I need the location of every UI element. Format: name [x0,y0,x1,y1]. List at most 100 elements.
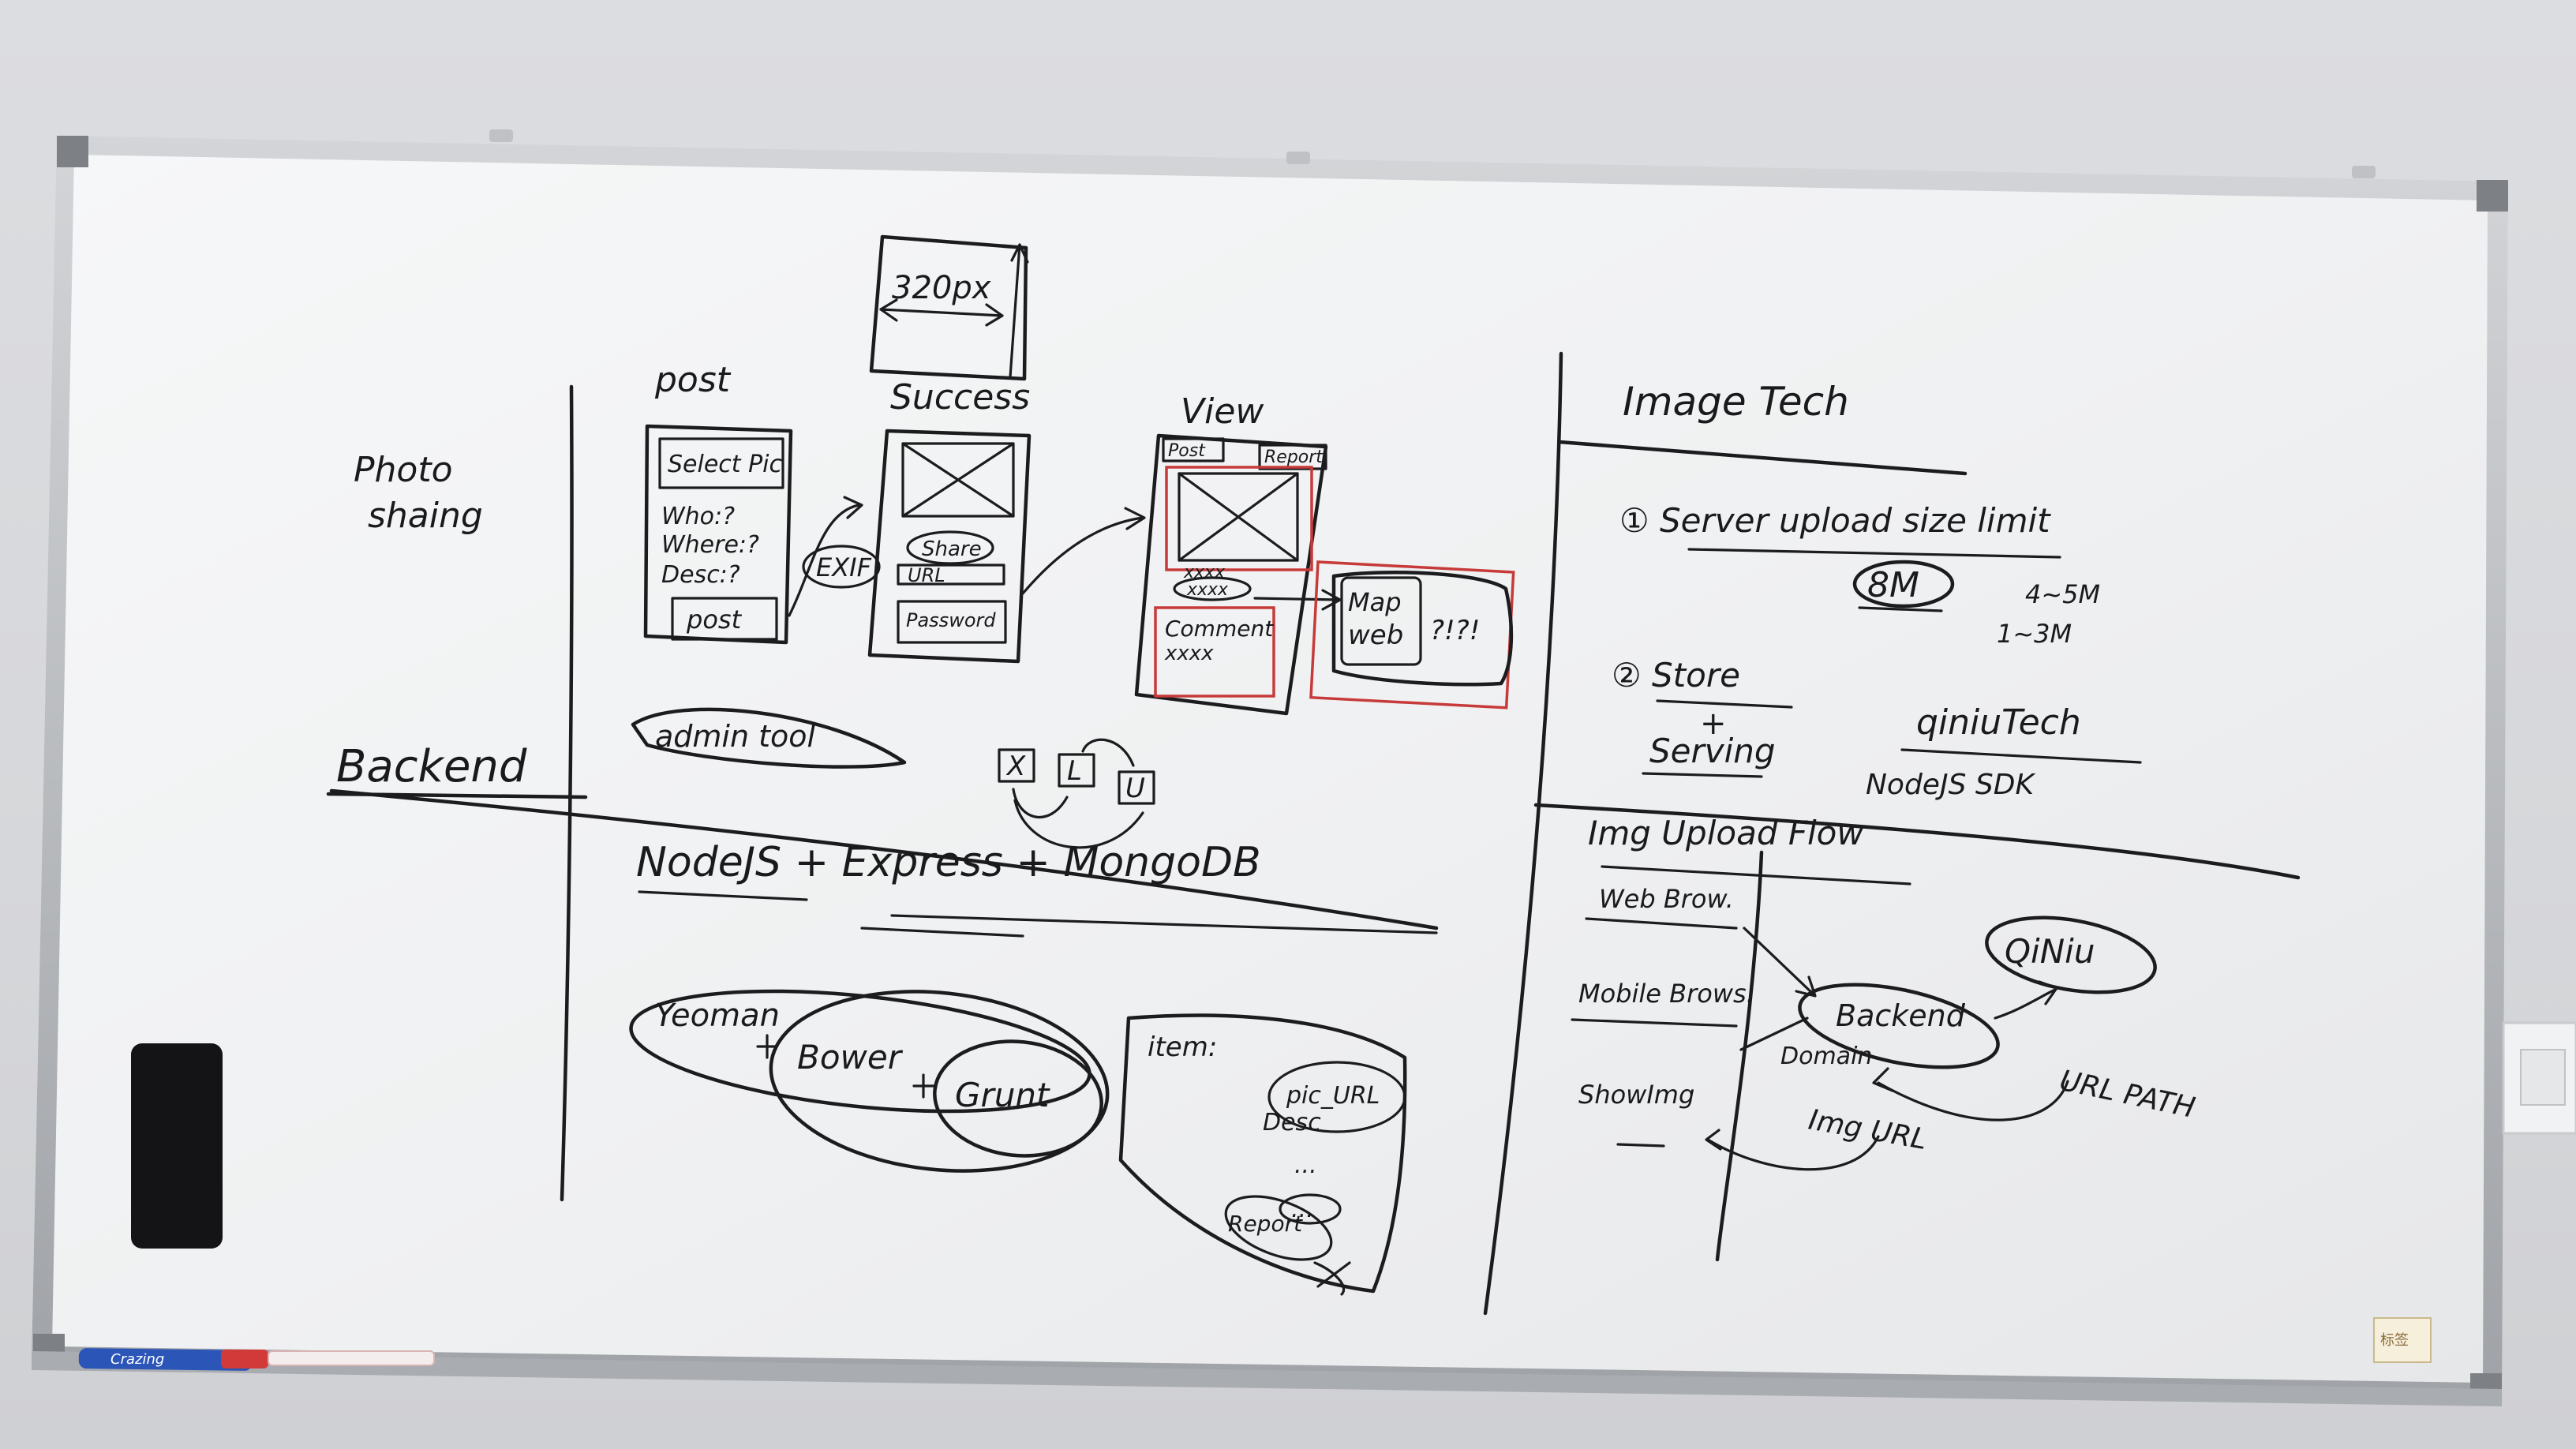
size-underline [1858,606,1943,612]
view-post-tab [1162,437,1225,462]
board-hanger [1286,152,1310,164]
grunt-text: Grunt [955,1076,1050,1114]
exif-bubble [802,545,881,589]
qiniu-return-arrow [1872,1067,2069,1121]
backend-underline [326,792,588,799]
flow-vertical-line [1715,850,1764,1262]
domain-text: Domain [1780,1043,1872,1070]
img-url-arrow [1705,1129,1880,1171]
range2-text: 1~3M [1997,619,2072,649]
size-text: 8M [1867,565,1919,605]
frame-corner [57,136,88,167]
dimension-box [869,234,1028,381]
view-report-text: Report [1264,447,1324,467]
view-image-cross [1178,472,1299,562]
qiniu-text: QiNiu [2005,932,2095,971]
view-panel [1134,433,1328,716]
u-box [1118,770,1155,805]
plus-text: + [1700,706,1727,742]
marker-pen: Crazing [78,1348,435,1371]
dimension-arrow [879,298,1004,327]
bower-text: Bower [797,1038,904,1076]
view-report-tab [1258,444,1327,470]
item-desc-text: Desc [1263,1109,1321,1136]
sticker-text: 标签 [2380,1332,2409,1349]
middle-vertical-line [1483,351,1563,1316]
l-letter: L [1067,755,1082,787]
share-bubble [906,530,994,565]
success-label: Success [890,377,1030,417]
web-browser-text: Web Brow. [1599,884,1734,914]
side-panel [1331,571,1514,687]
admin-tool-text: admin tool [655,719,816,754]
frame-corner [2477,180,2508,212]
dimension-vertical-arrow [1009,243,1029,379]
qiniu-tech-underline [1900,748,2142,764]
backend-label: Backend [336,741,527,792]
web-text: web [1348,620,1403,651]
item-box [1118,1013,1407,1294]
post-to-success-arrow [788,496,863,617]
item1-text: ① Server upload size limit [1619,501,2051,540]
post-panel [643,424,793,645]
exif-text: EXIF [816,552,872,582]
range1-text: 4~5M [2025,579,2100,609]
dimension-text: 320px [892,270,991,306]
serving-text: Serving [1649,732,1776,770]
sticker [2373,1317,2432,1363]
backend-to-qiniu-arrow [1994,980,2058,1020]
where-text: Where:? [661,531,759,559]
success-image-placeholder [901,442,1015,518]
view-image-frame [1165,466,1313,571]
item1-underline [1687,548,2061,559]
yeoman-text: Yeoman [655,998,780,1034]
mobile-browser-underline [1571,1018,1738,1028]
image-tech-title: Image Tech [1623,379,1849,425]
item-label: item: [1148,1032,1217,1063]
sharing-label: shaing [368,496,483,536]
post-button-box [671,597,778,641]
photo-label: Photo [354,450,453,490]
bower-oval [769,990,1110,1173]
marker-tray [32,1351,2502,1406]
x-box [998,748,1035,783]
size-oval [1852,560,1955,608]
marker-label: Crazing [110,1351,164,1368]
post-label: post [654,360,732,400]
map-text: Map [1348,587,1402,617]
url-text: URL [908,564,945,586]
plus-sign [756,1034,936,1099]
stack-underline [890,914,1438,934]
x-letter: X [1005,751,1026,782]
left-vertical-line [560,384,574,1202]
password-box [897,600,1007,644]
serving-underline [1642,772,1763,778]
view-label: View [1181,391,1264,432]
comment-xxx-text: xxxx [1164,642,1214,665]
map-box [1340,576,1422,666]
xlu-arrows [1012,738,1144,849]
view-image-placeholder [1178,472,1299,562]
item2-text: ② Store [1612,656,1740,695]
show-img-text: ShowImg [1578,1080,1694,1110]
qiniu-oval [1985,915,2157,994]
web-to-backend-arrow [1743,927,1817,998]
select-pic-text: Select Pic [668,451,783,478]
nodejs-underline [638,890,808,901]
upper-divider-line [329,788,1439,930]
admin-tool-bubble [631,707,907,769]
backend-oval [1798,983,2000,1069]
flow-title-underline [1601,865,1911,886]
mobile-browser-text: Mobile Brows. [1578,979,1754,1009]
express-underline [860,927,1024,938]
mobile-to-backend-arrow [1739,1017,1809,1051]
item-dots: ... [1294,1151,1317,1179]
comment-text: Comment [1165,616,1274,642]
sdk-text: NodeJS SDK [1866,769,2035,801]
report-oval [1224,1195,1333,1261]
url-box [897,564,1005,586]
board-hanger [489,129,513,142]
report-scribble [1313,1261,1351,1296]
